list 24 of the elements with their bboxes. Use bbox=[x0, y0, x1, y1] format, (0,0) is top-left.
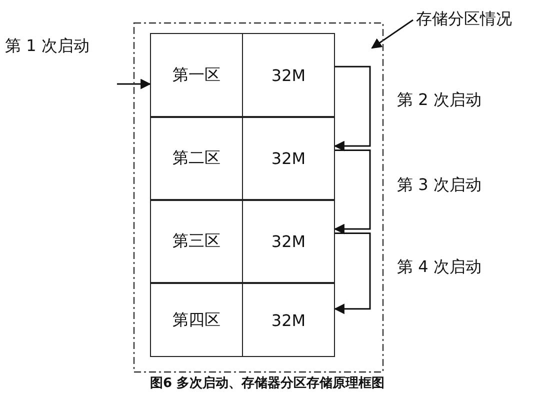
arrow bbox=[334, 149, 371, 234]
figure-caption: 图6 多次启动、存储器分区存储原理框图 bbox=[150, 374, 385, 392]
partition-row bbox=[150, 200, 335, 283]
leader-arrow bbox=[371, 19, 414, 49]
arrow bbox=[334, 66, 371, 152]
partition-name: 第二区 bbox=[172, 148, 220, 169]
partition-row bbox=[150, 117, 335, 200]
partition-size: 32M bbox=[271, 149, 306, 168]
frame-title: 存储分区情况 bbox=[416, 8, 512, 30]
partition-name: 第一区 bbox=[172, 64, 220, 86]
edge-label: 第 4 次启动 bbox=[397, 257, 482, 278]
partition-size: 32M bbox=[271, 310, 306, 330]
edge-label: 第 3 次启动 bbox=[397, 175, 482, 196]
partition-row bbox=[150, 283, 335, 357]
arrow bbox=[117, 78, 152, 90]
dash-dot-frame bbox=[133, 22, 384, 373]
edge-label: 第 2 次启动 bbox=[397, 90, 482, 111]
partition-row bbox=[150, 33, 335, 117]
partition-name: 第三区 bbox=[172, 231, 220, 252]
partition-size: 32M bbox=[271, 232, 306, 251]
partition-name: 第四区 bbox=[172, 310, 220, 330]
partition-size: 32M bbox=[271, 66, 306, 84]
edge-label: 第 1 次启动 bbox=[5, 36, 90, 57]
arrow bbox=[334, 232, 371, 314]
